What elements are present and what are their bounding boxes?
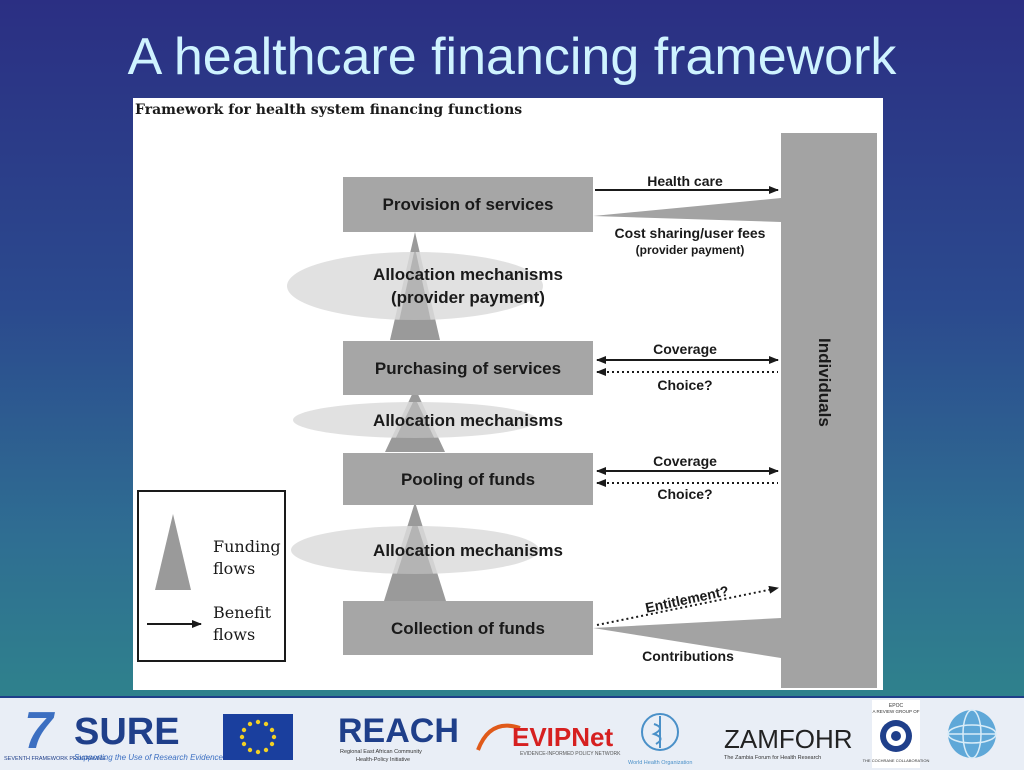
legend-benefit-label-2: flows <box>213 625 255 644</box>
sure-tagline: Supporting the Use of Research Evidence <box>74 753 224 762</box>
funnel-purchasing-overlay <box>389 398 441 452</box>
entitlement-arrow <box>596 585 779 626</box>
partner-logo-bar: 7 SEVENTH FRAMEWORK PROGRAMME SURE Suppo… <box>0 696 1024 770</box>
collection-label: Collection of funds <box>391 619 545 638</box>
zamfohr-name: ZAMFOHR <box>724 724 853 754</box>
allocation-label-2: Allocation mechanisms <box>373 411 563 430</box>
seventh-framework-logo: 7 SEVENTH FRAMEWORK PROGRAMME <box>4 702 106 762</box>
coverage-label-2: Coverage <box>653 453 717 469</box>
legend-benefit-label-1: Benefit <box>213 603 272 622</box>
purchasing-box <box>343 341 593 395</box>
legend-funding-triangle <box>155 514 191 590</box>
funnel-pooling-overlay <box>388 518 442 601</box>
individuals-label: Individuals <box>815 338 834 427</box>
zamfohr-sub: The Zambia Forum for Health Research <box>724 755 821 761</box>
funnel-provision-overlay <box>395 248 435 340</box>
framework-figure: Framework for health system financing fu… <box>133 98 883 690</box>
partner-logos: 7 SEVENTH FRAMEWORK PROGRAMME SURE Suppo… <box>4 700 997 768</box>
epoc-top2: A REVIEW GROUP OF <box>873 709 920 714</box>
reach-sub1: Regional East African Community <box>340 749 422 755</box>
legend-funding-label-1: Funding <box>213 537 281 556</box>
cost-sharing-label-1: Cost sharing/user fees <box>615 225 766 241</box>
pooling-box <box>343 453 593 505</box>
slide-title: A healthcare financing framework <box>127 28 897 86</box>
choice-label-2: Choice? <box>657 486 712 502</box>
seventh-caption: SEVENTH FRAMEWORK PROGRAMME <box>4 756 106 762</box>
reach-sub2: Health-Policy Initiative <box>356 757 410 763</box>
globe-icon <box>947 709 997 759</box>
allocation-label-3: Allocation mechanisms <box>373 541 563 560</box>
eu-flag-icon <box>223 714 293 760</box>
framework-diagram: Framework for health system financing fu… <box>135 102 877 688</box>
evip-name: EVIPNet <box>512 722 613 752</box>
zamfohr-logo: ZAMFOHR The Zambia Forum for Health Rese… <box>724 724 853 761</box>
provision-label: Provision of services <box>382 195 553 214</box>
collection-box <box>343 601 593 655</box>
legend-funding-label-2: flows <box>213 559 255 578</box>
contributions-wedge <box>593 618 781 658</box>
who-caption: World Health Organization <box>628 760 692 766</box>
entitlement-label: Entitlement? <box>644 582 730 615</box>
cochrane-caption: THE COCHRANE COLLABORATION <box>863 758 930 763</box>
who-logo: World Health Organization <box>628 713 692 766</box>
sure-name: SURE <box>74 711 180 753</box>
contributions-label: Contributions <box>642 648 734 664</box>
cost-sharing-wedge <box>593 198 781 222</box>
figure-caption: Framework for health system financing fu… <box>135 102 522 118</box>
evipnet-logo: EVIPNet EVIDENCE-INFORMED POLICY NETWORK <box>476 722 621 757</box>
allocation-label-1a: Allocation mechanisms <box>373 265 563 284</box>
cost-sharing-label-2: (provider payment) <box>636 243 745 257</box>
allocation-label-1b: (provider payment) <box>391 288 545 307</box>
reach-logo: REACH Regional East African Community He… <box>338 712 459 763</box>
seventh-number: 7 <box>24 702 55 760</box>
coverage-label-1: Coverage <box>653 341 717 357</box>
epoc-top1: EPOC <box>889 703 904 709</box>
sure-logo: SURE Supporting the Use of Research Evid… <box>74 711 224 762</box>
individuals-column <box>781 133 877 688</box>
evip-sub: EVIDENCE-INFORMED POLICY NETWORK <box>520 751 621 757</box>
provision-box <box>343 177 593 232</box>
reach-name: REACH <box>338 712 459 750</box>
pooling-label: Pooling of funds <box>401 470 535 489</box>
purchasing-label: Purchasing of services <box>375 359 561 378</box>
health-care-label: Health care <box>647 173 723 189</box>
choice-label-1: Choice? <box>657 377 712 393</box>
epoc-cochrane-logo: EPOC A REVIEW GROUP OF THE COCHRANE COLL… <box>863 700 930 768</box>
